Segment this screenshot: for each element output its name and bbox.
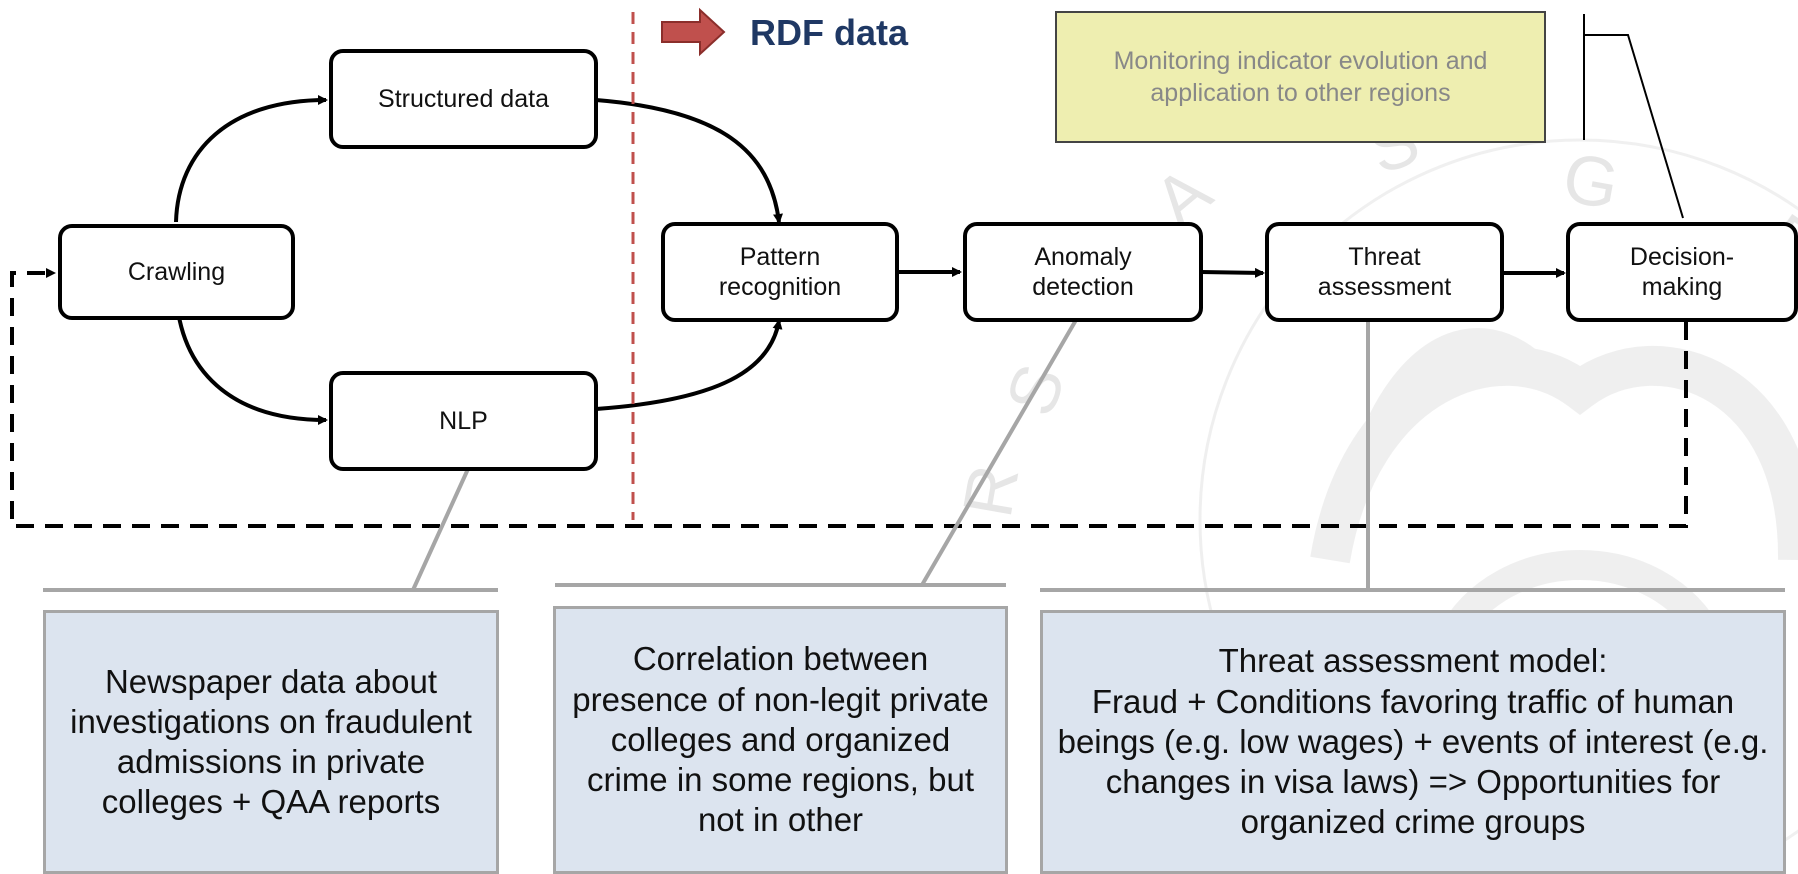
node-decision-making-label: Decision- making bbox=[1629, 242, 1735, 302]
node-pattern-recognition: Pattern recognition bbox=[661, 222, 899, 322]
node-nlp: NLP bbox=[329, 371, 598, 471]
nlp-note: Newspaper data about investigations on f… bbox=[43, 610, 499, 874]
rdf-arrow-icon bbox=[661, 7, 726, 57]
node-decision-making: Decision- making bbox=[1566, 222, 1798, 322]
svg-text:G: G bbox=[1557, 138, 1624, 224]
monitoring-note-text: Monitoring indicator evolution and appli… bbox=[1113, 46, 1488, 108]
edge-structured-pattern bbox=[595, 98, 783, 224]
connectors bbox=[174, 95, 1566, 425]
anomaly-note-text: Correlation between presence of non-legi… bbox=[572, 640, 989, 839]
monitor-bracket bbox=[1583, 14, 1684, 219]
node-pattern-recognition-label: Pattern recognition bbox=[718, 242, 842, 302]
edge-nlp-pattern bbox=[595, 319, 783, 411]
threat-note-text: Threat assessment model: Fraud + Conditi… bbox=[1057, 642, 1769, 841]
node-anomaly-detection-label: Anomaly detection bbox=[1032, 242, 1134, 302]
edge-crawling-structured bbox=[174, 95, 328, 223]
node-anomaly-detection: Anomaly detection bbox=[963, 222, 1203, 322]
rdf-data-label: RDF data bbox=[750, 12, 909, 53]
node-threat-assessment-label: Threat assessment bbox=[1317, 242, 1452, 302]
node-crawling: Crawling bbox=[58, 224, 295, 320]
node-structured-data-label: Structured data bbox=[378, 84, 549, 113]
monitoring-note: Monitoring indicator evolution and appli… bbox=[1055, 11, 1546, 143]
node-threat-assessment: Threat assessment bbox=[1265, 222, 1504, 322]
edge-anomaly-threat bbox=[1200, 267, 1265, 278]
callout-lines bbox=[43, 318, 1785, 592]
watermark-seal bbox=[1198, 138, 1798, 874]
node-nlp-label: NLP bbox=[439, 406, 488, 435]
node-structured-data: Structured data bbox=[329, 49, 598, 149]
nlp-note-text: Newspaper data about investigations on f… bbox=[70, 662, 472, 821]
anomaly-note: Correlation between presence of non-legi… bbox=[553, 606, 1008, 874]
node-crawling-label: Crawling bbox=[127, 257, 226, 286]
threat-note: Threat assessment model: Fraud + Conditi… bbox=[1040, 610, 1786, 874]
